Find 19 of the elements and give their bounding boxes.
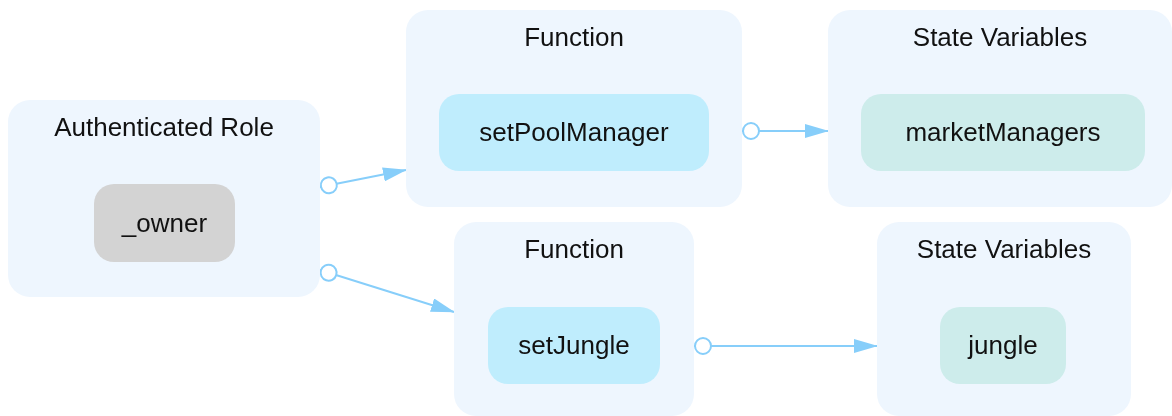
cluster-box	[877, 222, 1131, 416]
arrow	[741, 122, 829, 140]
node-box: setJungle	[488, 307, 660, 384]
cluster-title: Authenticated Role	[53, 112, 275, 143]
arrow	[319, 263, 455, 313]
cluster-title: State Variables	[911, 22, 1089, 53]
cluster-box	[8, 100, 320, 297]
node-box: setPoolManager	[439, 94, 709, 171]
cluster-title: Function	[523, 234, 625, 265]
cluster-box	[828, 10, 1172, 207]
node-box: _owner	[94, 184, 235, 262]
cluster-title: Function	[523, 22, 625, 53]
arrow	[693, 337, 878, 355]
cluster-box	[454, 222, 694, 416]
node-box: marketManagers	[861, 94, 1145, 171]
cluster-box	[406, 10, 742, 207]
arrow	[319, 167, 407, 195]
cluster-title: State Variables	[915, 234, 1093, 265]
node-box: jungle	[940, 307, 1066, 384]
